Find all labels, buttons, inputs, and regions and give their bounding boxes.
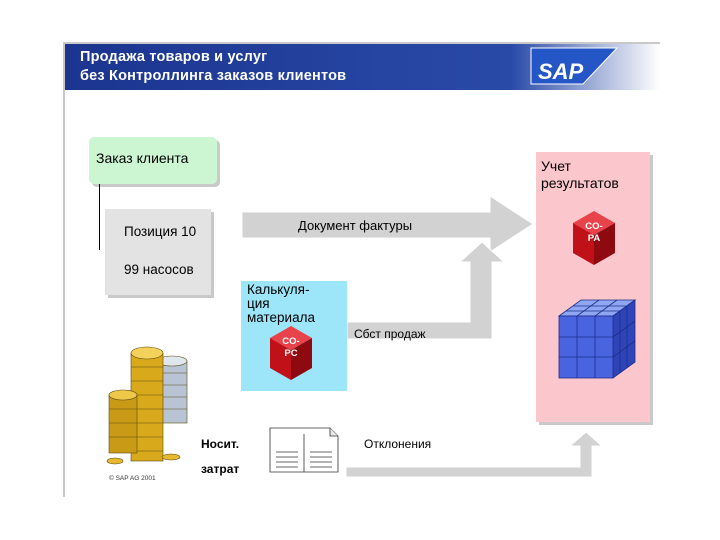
order-item-position: Позиция 10: [124, 224, 197, 239]
cost-carrier-label-line-2: затрат: [201, 462, 240, 476]
co-pa-line-2: PA: [588, 233, 601, 244]
profitability-label-line-2: результатов: [541, 175, 619, 191]
material-costing-label-line-1: Калькуля-: [247, 282, 310, 297]
page-title-line-2: без Контроллинга заказов клиентов: [80, 68, 347, 84]
olap-cube-icon: [557, 299, 637, 379]
co-pc-module-icon: CO- PC: [270, 326, 312, 380]
co-pc-line-1: CO-: [282, 336, 299, 347]
coin-stack-icon: [106, 346, 188, 465]
invoice-arrow: [241, 195, 534, 253]
co-pc-line-2: PC: [284, 348, 297, 359]
page-title: Продажа товаров и услуг без Контроллинга…: [80, 48, 346, 86]
cost-carrier-label-line-1: Носит.: [201, 437, 240, 451]
invoice-flow-label: Документ фактуры: [298, 218, 413, 233]
document-icon: [269, 427, 339, 473]
slide-top-border: [63, 42, 660, 44]
copyright-notice: © SAP AG 2001: [109, 475, 156, 482]
page-title-line-1: Продажа товаров и услуг: [80, 49, 268, 65]
co-pa-module-icon: CO- PA: [573, 211, 615, 265]
co-pa-line-1: CO-: [585, 221, 602, 232]
order-item-connector: [99, 184, 100, 250]
profitability-label-line-1: Учет: [541, 158, 571, 174]
sap-logo-icon: SAP: [530, 47, 619, 85]
variances-arrow: [345, 431, 604, 478]
profitability-analysis-label: Учет результатов: [541, 158, 619, 192]
sales-order-card: [89, 137, 217, 184]
header-band: SAP: [65, 44, 660, 90]
sales-order-label: Заказ клиента: [96, 150, 189, 166]
material-costing-label-line-3: материала: [247, 310, 315, 325]
sap-logo-text: SAP: [538, 59, 584, 84]
material-costing-label-line-2: ция: [247, 296, 270, 311]
slide-left-border: [63, 42, 65, 497]
sales-cost-arrow: [346, 241, 506, 340]
order-item-card: [105, 209, 211, 295]
sales-cost-flow-label: Сбст продаж: [354, 327, 426, 341]
variances-flow-label: Отклонения: [364, 437, 432, 451]
order-item-quantity: 99 насосов: [124, 262, 194, 277]
material-costing-label: Калькуля- ция материала: [247, 283, 315, 325]
